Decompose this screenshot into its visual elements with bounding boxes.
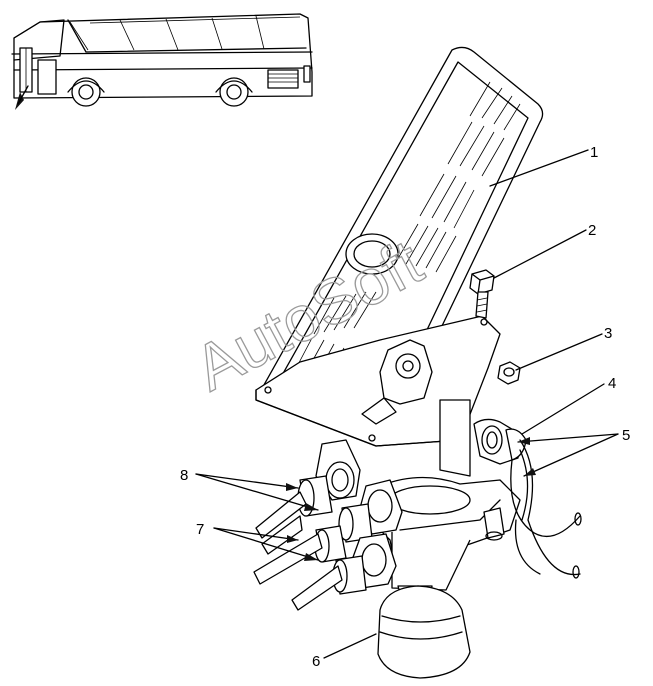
callout-5: 5 xyxy=(622,427,630,444)
port-fittings xyxy=(253,439,582,611)
callout-2: 2 xyxy=(588,222,596,239)
rubber-boot xyxy=(377,585,471,679)
callout-3: 3 xyxy=(604,325,612,342)
callout-7: 7 xyxy=(196,521,204,538)
callout-8: 8 xyxy=(180,467,188,484)
callout-4: 4 xyxy=(608,375,616,392)
leader-lines xyxy=(195,149,619,659)
bus-thumbnail xyxy=(11,13,313,110)
callout-6: 6 xyxy=(312,653,320,670)
callout-1: 1 xyxy=(590,144,598,161)
brake-valve-body xyxy=(369,399,527,591)
base-plate xyxy=(255,315,501,447)
callout-labels: 1 2 3 4 5 6 7 8 xyxy=(180,144,630,670)
hex-nut xyxy=(497,361,521,385)
hex-bolt xyxy=(469,269,495,319)
